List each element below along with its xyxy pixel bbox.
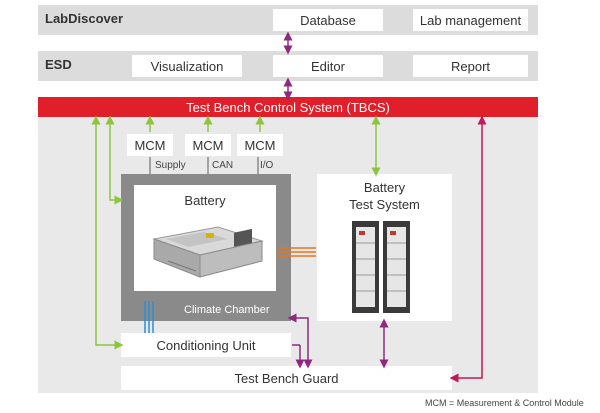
tbcs-bar[interactable]: Test Bench Control System (TBCS) <box>38 97 538 117</box>
mcm-can-label: CAN <box>212 160 234 171</box>
report-box[interactable]: Report <box>413 55 528 77</box>
lab-management-box[interactable]: Lab management <box>413 9 528 31</box>
test-system-cabinet-image <box>352 221 410 313</box>
arrow-tbcs-chamber <box>105 115 124 205</box>
mcm-io-label: I/O <box>260 160 274 171</box>
battery-pack-image <box>152 226 264 278</box>
battery-test-system-label-2: Test System <box>349 197 420 212</box>
arrow-tbcs-guard <box>449 115 487 383</box>
editor-box[interactable]: Editor <box>273 55 383 77</box>
battery-test-system-label-1: Battery <box>363 180 406 195</box>
mcm-supply-box[interactable]: MCM <box>127 134 173 156</box>
visualization-box[interactable]: Visualization <box>132 55 242 77</box>
mcm-supply-label: Supply <box>155 160 186 171</box>
arrow-chamber-guard <box>287 313 313 369</box>
mcm-io-box[interactable]: MCM <box>237 134 283 156</box>
battery-label: Battery <box>184 193 226 208</box>
test-bench-guard-box[interactable]: Test Bench Guard <box>121 366 452 390</box>
conditioning-unit-box[interactable]: Conditioning Unit <box>121 333 291 357</box>
arrow-tbcs-conditioning <box>91 115 124 350</box>
database-box[interactable]: Database <box>273 9 383 31</box>
labdiscover-title: LabDiscover <box>45 11 124 26</box>
esd-title: ESD <box>45 57 72 72</box>
mcm-can-box[interactable]: MCM <box>185 134 231 156</box>
climate-chamber-label: Climate Chamber <box>184 304 270 316</box>
footnote: MCM = Measurement & Control Module <box>425 398 584 408</box>
